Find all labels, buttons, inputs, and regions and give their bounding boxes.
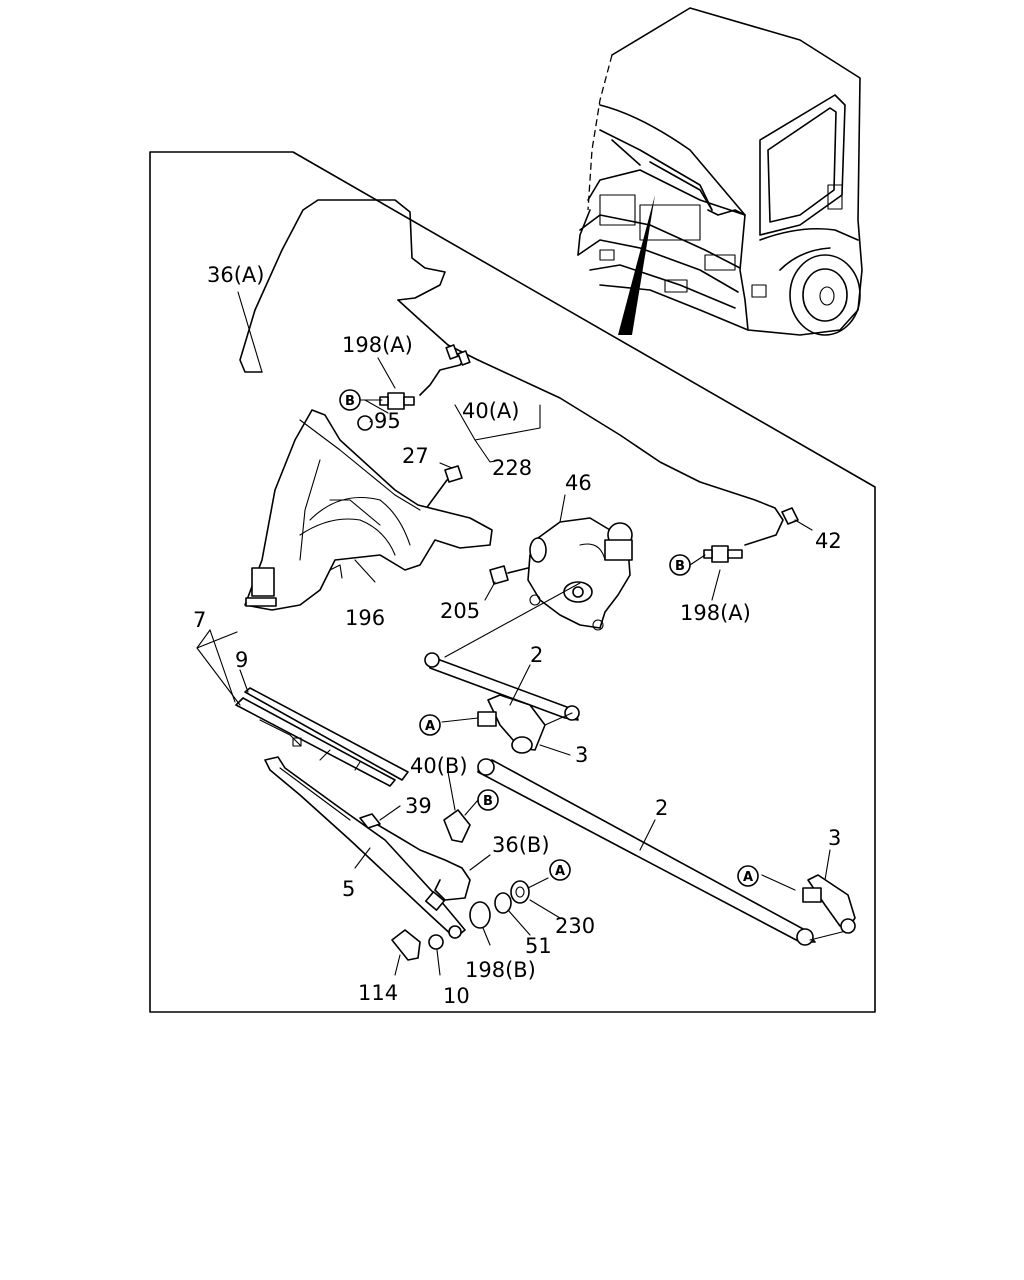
wiper-motor-46 — [527, 517, 633, 631]
washer-230 — [510, 880, 530, 904]
hose-joint-40a — [445, 344, 471, 366]
cap-114 — [391, 929, 421, 961]
label-198a-top: 198(A) — [342, 333, 413, 357]
washer-hose-36b — [377, 824, 471, 901]
label-2-upper: 2 — [530, 643, 543, 667]
link-rod-2-upper — [424, 582, 581, 721]
washer-tank-196 — [244, 409, 493, 611]
wiper-blade-9 — [235, 687, 409, 787]
truck-cab-illustration — [577, 7, 863, 336]
label-228: 228 — [492, 456, 532, 480]
svg-text:B: B — [675, 559, 685, 574]
label-36a: 36(A) — [207, 263, 264, 287]
callout-a-upper: A — [419, 714, 441, 736]
label-7: 7 — [193, 608, 206, 632]
label-3-upper: 3 — [575, 743, 588, 767]
nut-10 — [428, 934, 444, 950]
callout-b-right: B — [669, 554, 691, 576]
svg-text:A: A — [555, 864, 565, 879]
label-95: 95 — [374, 409, 401, 433]
label-114: 114 — [358, 981, 398, 1005]
label-198b: 198(B) — [465, 958, 536, 982]
label-10: 10 — [443, 984, 470, 1008]
label-205: 205 — [440, 599, 480, 623]
pivot-3-upper — [477, 694, 573, 754]
bolt-27 — [424, 465, 463, 511]
label-36b: 36(B) — [492, 833, 550, 857]
label-9: 9 — [235, 648, 248, 672]
svg-text:A: A — [743, 870, 753, 885]
label-42: 42 — [815, 529, 842, 553]
label-196: 196 — [345, 606, 385, 630]
link-rod-2-lower — [477, 758, 851, 946]
label-51: 51 — [525, 934, 552, 958]
callout-a-right: A — [737, 865, 759, 887]
wiper-arm-5 — [264, 756, 466, 939]
label-2-lower: 2 — [655, 796, 668, 820]
label-230: 230 — [555, 914, 595, 938]
label-40b: 40(B) — [410, 754, 468, 778]
diagram-frame — [149, 151, 876, 1013]
svg-text:B: B — [345, 394, 355, 409]
label-46: 46 — [565, 471, 592, 495]
nozzle-198a-top — [379, 392, 415, 410]
label-40a: 40(A) — [462, 399, 519, 423]
svg-text:A: A — [425, 719, 435, 734]
clip-42 — [781, 507, 799, 525]
label-5: 5 — [342, 877, 355, 901]
leader-lines — [196, 291, 831, 976]
part-labels: 36(A) 198(A) 95 40(A) 27 228 46 42 198(A… — [193, 263, 842, 1008]
callout-b-top: B — [339, 389, 361, 411]
label-198a-right: 198(A) — [680, 601, 751, 625]
label-3-lower: 3 — [828, 826, 841, 850]
nozzle-198b — [469, 901, 491, 929]
callout-b-lower: B — [477, 789, 499, 811]
svg-text:B: B — [483, 794, 493, 809]
bolt-205 — [489, 565, 529, 585]
washer-51 — [494, 892, 512, 914]
clip-39 — [359, 813, 381, 829]
nozzle-198a-right — [703, 545, 743, 563]
pivot-3-lower — [802, 874, 856, 934]
callout-a-lower: A — [549, 859, 571, 881]
nut-95 — [357, 415, 373, 431]
label-27: 27 — [402, 444, 429, 468]
hose-joint-40b — [443, 809, 471, 843]
label-39: 39 — [405, 794, 432, 818]
